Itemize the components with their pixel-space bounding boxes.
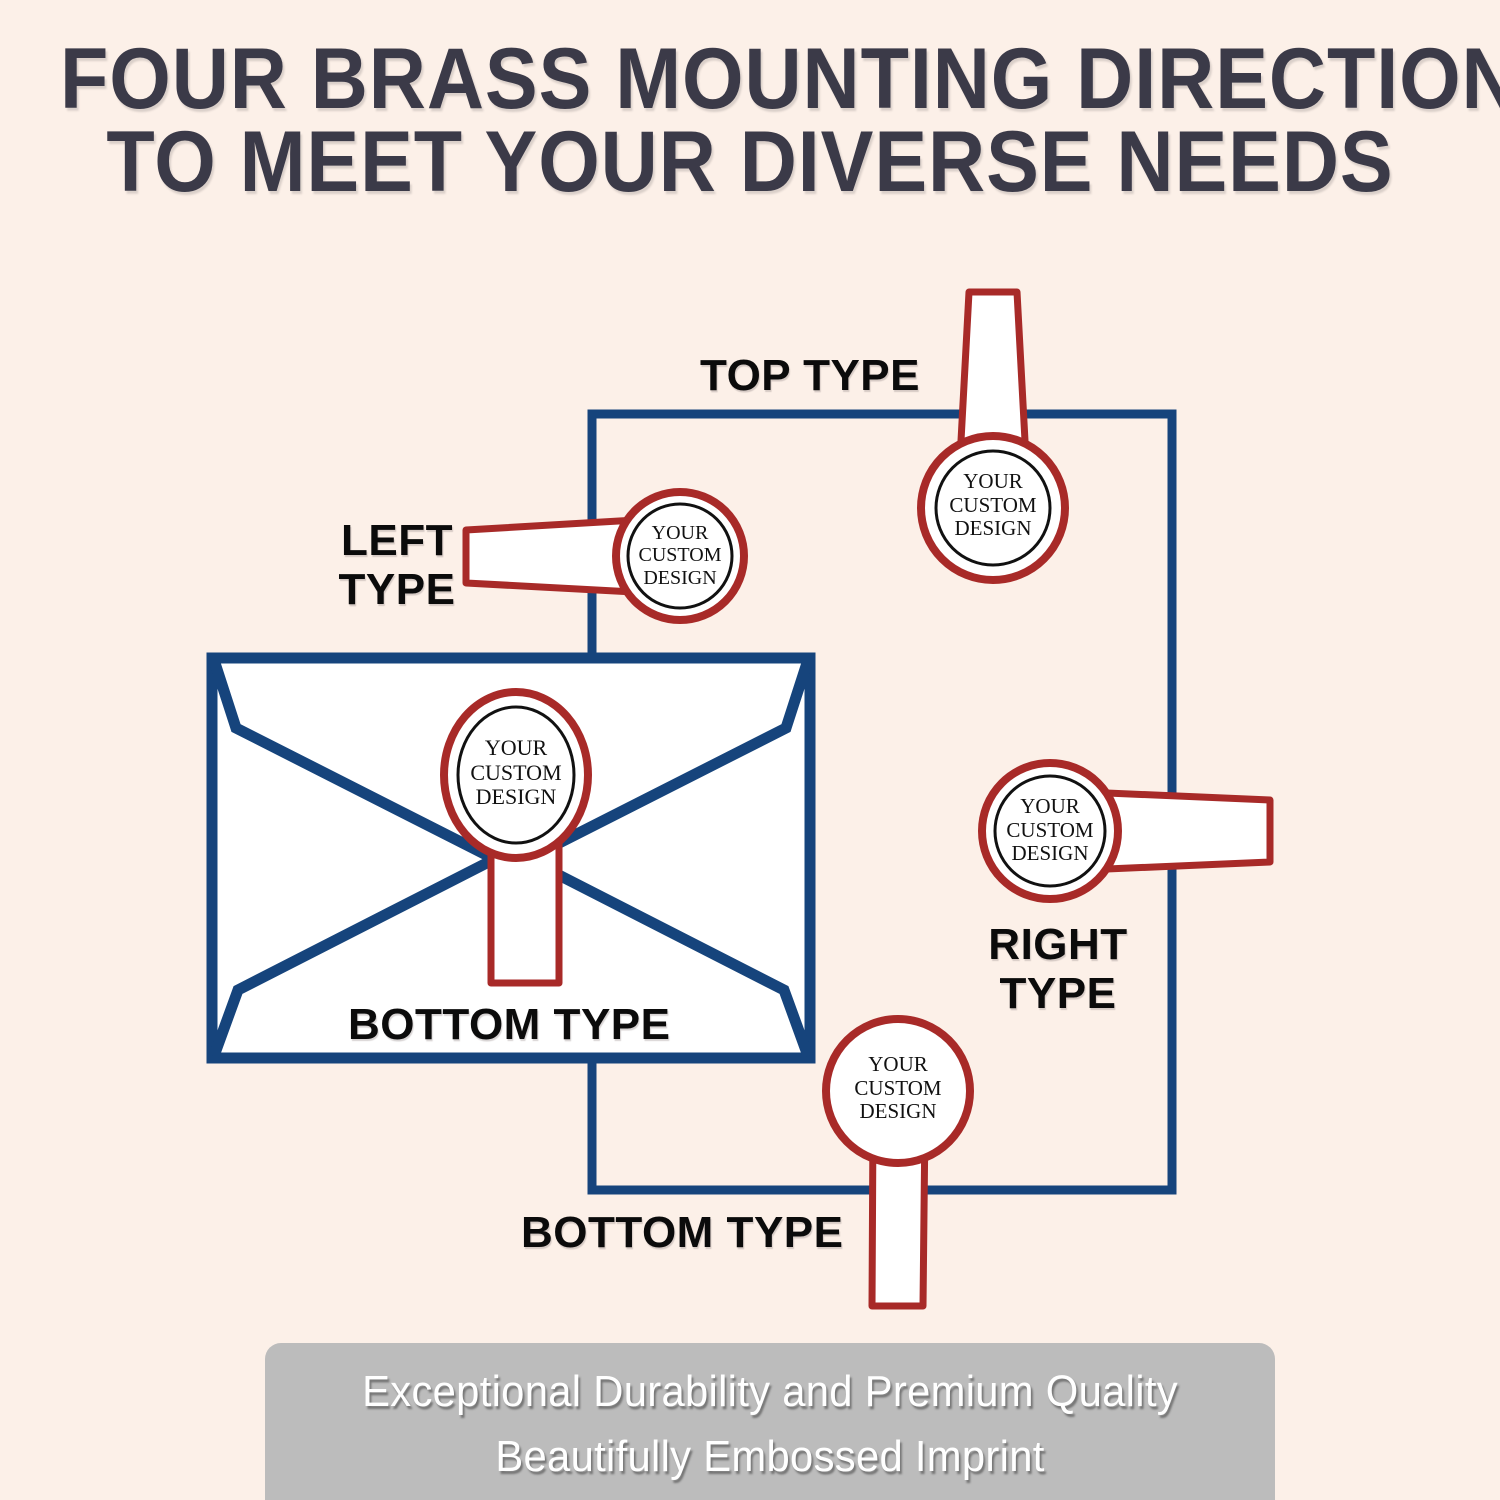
seal-bottom-type[interactable] [822, 1015, 974, 1310]
label-top-type: TOP TYPE [700, 351, 921, 400]
seal-left-inner-circle [626, 502, 734, 610]
envelope-fold-bottom-right [499, 841, 814, 1058]
feature-banner-line-1: Exceptional Durability and Premium Quali… [362, 1367, 1178, 1416]
label-bottom-type-envelope: BOTTOM TYPE [348, 1000, 671, 1049]
seal-envelope-center[interactable] [440, 688, 592, 987]
page-title-line-1: FOUR BRASS MOUNTING DIRECTIONS [60, 31, 1500, 127]
seal-top-inner-circle [934, 449, 1052, 567]
seal-top-type[interactable] [917, 288, 1069, 584]
seal-bottom-outer-circle [822, 1015, 974, 1167]
seal-right-type[interactable] [978, 759, 1274, 903]
envelope-flap-left [208, 658, 523, 877]
label-bottom-type-outer: BOTTOM TYPE [521, 1208, 844, 1257]
seal-envelope-inner-ellipse [456, 705, 576, 845]
feature-banner-line-2: Beautifully Embossed Imprint [495, 1432, 1045, 1482]
envelope-fold-bottom-left [208, 841, 523, 1058]
label-right-type: RIGHT TYPE [988, 920, 1128, 1019]
page-title-line-2: TO MEET YOUR DIVERSE NEEDS [106, 113, 1394, 210]
seal-left-type[interactable] [462, 488, 748, 624]
feature-banner: Exceptional Durability and Premium Quali… [265, 1343, 1275, 1500]
envelope-flap-right [499, 658, 814, 877]
page-title: FOUR BRASS MOUNTING DIRECTIONS TO MEET Y… [60, 31, 1500, 210]
feature-banner-inner: Exceptional Durability and Premium Quali… [265, 1343, 1275, 1489]
seal-right-inner-circle [993, 774, 1107, 888]
label-left-type: LEFT TYPE [338, 516, 456, 615]
